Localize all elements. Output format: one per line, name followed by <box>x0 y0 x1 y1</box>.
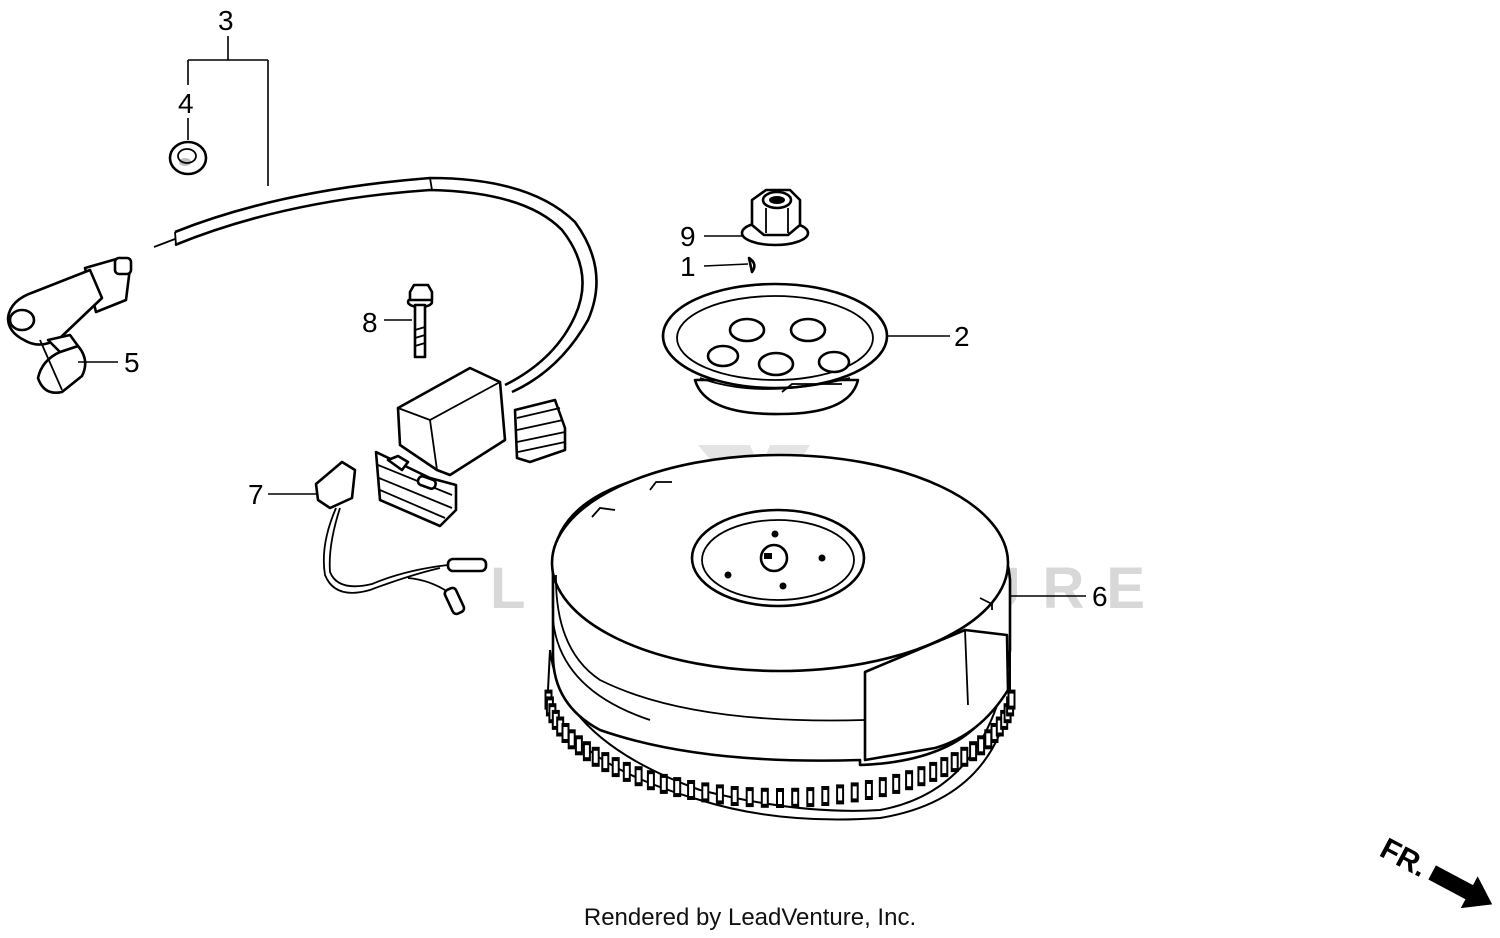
spark-plug-cap-part <box>6 256 133 394</box>
front-arrow-icon <box>1428 865 1493 909</box>
gear-tooth-highlight <box>675 781 680 794</box>
gear-tooth-highlight <box>931 765 936 778</box>
flange-nut-part <box>740 188 810 247</box>
callout-5: 5 <box>124 347 140 378</box>
gear-tooth-highlight <box>624 765 629 778</box>
callout-2: 2 <box>954 321 970 352</box>
callout-6: 6 <box>1092 581 1108 612</box>
gear-teeth-group <box>544 689 1016 808</box>
gear-tooth-highlight <box>569 733 574 746</box>
callout-8: 8 <box>362 307 378 338</box>
gear-tooth-highlight <box>808 791 813 804</box>
gear-tooth-highlight <box>576 739 581 752</box>
gear-tooth-highlight <box>866 784 871 796</box>
callout-3: 3 <box>218 5 234 36</box>
ignition-coil-part <box>153 176 598 528</box>
stop-switch-lead-part <box>314 460 488 616</box>
gear-tooth-highlight <box>778 792 782 804</box>
gear-tooth-highlight <box>703 786 708 799</box>
gear-tooth-highlight <box>793 791 798 804</box>
gear-tooth-highlight <box>636 770 641 783</box>
woodruff-key-part <box>747 256 756 274</box>
gear-tooth-highlight <box>558 720 563 733</box>
gear-tooth-highlight <box>962 750 967 763</box>
leader-lines <box>78 36 1086 597</box>
gear-tooth-highlight <box>838 788 843 801</box>
gear-tooth-highlight <box>942 761 947 774</box>
gear-tooth-highlight <box>553 713 558 726</box>
gear-tooth-highlight <box>952 756 957 769</box>
gear-tooth-highlight <box>894 777 899 790</box>
gear-tooth-highlight <box>992 727 997 739</box>
callout-1: 1 <box>680 251 696 282</box>
callout-numbers: 3 4 5 7 8 9 1 2 6 <box>124 5 1108 612</box>
gear-tooth-highlight <box>880 781 885 794</box>
gear-tooth-highlight <box>907 774 912 787</box>
gear-tooth-highlight <box>584 745 589 758</box>
footer-credit: Rendered by LeadVenture, Inc. <box>583 904 917 931</box>
gear-tooth-highlight <box>603 756 608 769</box>
gear-tooth-highlight <box>732 790 737 802</box>
grommet-part <box>168 140 208 176</box>
gear-tooth-highlight <box>661 777 666 790</box>
gear-tooth-highlight <box>1009 693 1014 706</box>
gear-tooth-highlight <box>762 791 767 804</box>
direction-label: FR. <box>1375 832 1433 884</box>
gear-tooth-highlight <box>997 720 1002 733</box>
gear-tooth-highlight <box>971 745 976 758</box>
gear-tooth-highlight <box>919 770 924 783</box>
gear-tooth-highlight <box>852 786 857 799</box>
callout-4: 4 <box>178 88 194 119</box>
gear-tooth-highlight <box>747 791 752 804</box>
gear-tooth-highlight <box>613 761 618 774</box>
gear-tooth-highlight <box>648 774 653 787</box>
bolt-part <box>406 283 434 359</box>
flywheel-part <box>544 453 1016 821</box>
gear-tooth-highlight <box>979 739 984 752</box>
gear-tooth-highlight <box>689 784 694 796</box>
gear-tooth-highlight <box>986 733 991 746</box>
gear-tooth-highlight <box>823 790 828 802</box>
gear-tooth-highlight <box>593 750 598 763</box>
gear-tooth-highlight <box>717 788 722 801</box>
gear-tooth-highlight <box>563 727 568 739</box>
starter-pulley-part <box>661 282 889 416</box>
callout-9: 9 <box>680 221 696 252</box>
callout-7: 7 <box>248 479 264 510</box>
